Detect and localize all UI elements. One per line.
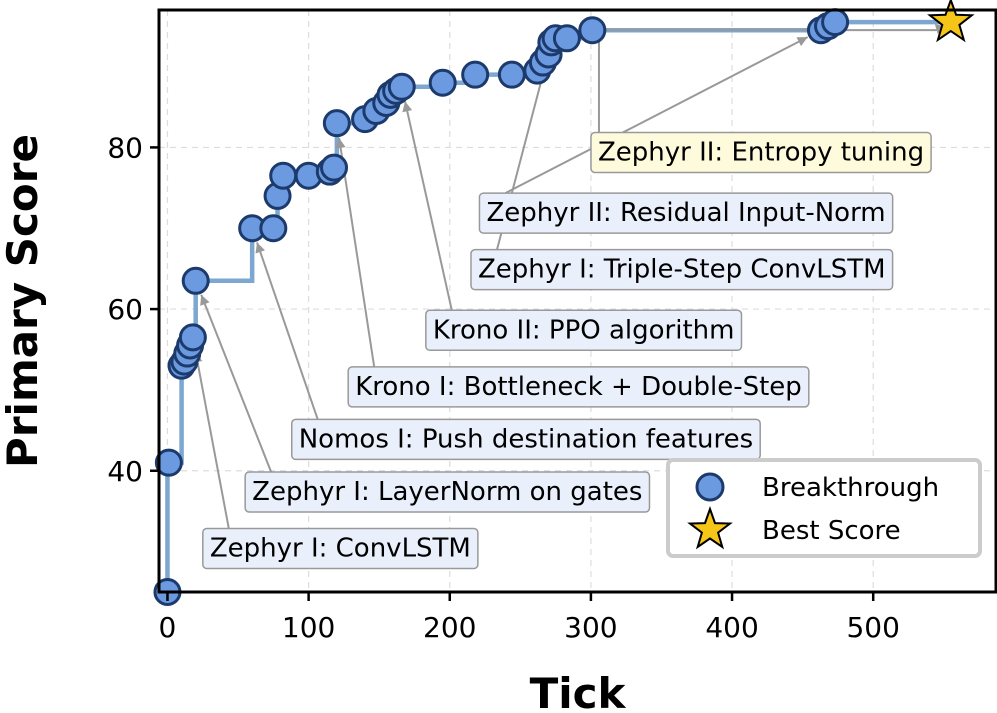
x-axis-title: Tick <box>530 669 627 713</box>
best-score-star <box>927 0 975 43</box>
annotation-text: Zephyr II: Entropy tuning <box>598 137 924 167</box>
axis-ticks: 0 100 200 300 400 500 40 60 80 <box>107 131 900 644</box>
annotation: Krono II: PPO algorithm <box>425 309 743 352</box>
x-tick-label: 100 <box>282 611 335 644</box>
arrow-head <box>200 294 210 306</box>
annotation-box <box>202 527 479 570</box>
arrow-head <box>796 37 808 47</box>
annotation-box <box>244 471 651 513</box>
annotation-text: Zephyr I: Triple-Step ConvLSTM <box>478 255 886 285</box>
annotation: Krono I: Bottleneck + Double-Step <box>347 366 810 408</box>
annotation-arrow <box>256 242 319 420</box>
annotation-arrow <box>505 36 809 194</box>
legend: Breakthrough Best Score <box>666 458 982 558</box>
annotation-text: Zephyr I: ConvLSTM <box>210 534 471 564</box>
breakthrough-point <box>387 72 416 101</box>
annotation-arrow <box>404 101 453 311</box>
y-axis-title: Primary Score <box>0 134 47 468</box>
annotation: Nomos I: Push destination features <box>290 418 761 461</box>
annotation: Zephyr I: Triple-Step ConvLSTM <box>470 248 894 291</box>
annotation: Zephyr II: Residual Input-Norm <box>478 192 894 234</box>
x-tick-label: 300 <box>564 611 617 644</box>
arrow-head <box>335 137 346 149</box>
y-tick-label: 80 <box>107 131 143 164</box>
annotation-box <box>590 131 932 174</box>
annotation-labels: Zephyr I: ConvLSTM Zephyr I: LayerNorm on… <box>202 131 932 570</box>
annotation-arrow <box>194 351 230 529</box>
arrow-head <box>255 242 265 254</box>
annotation-arrow <box>200 294 273 473</box>
y-tick-label: 60 <box>107 293 143 326</box>
breakthrough-point <box>269 161 298 190</box>
plot-frame <box>157 8 997 594</box>
arrow-head <box>402 101 413 113</box>
annotation: Zephyr II: Entropy tuning <box>590 131 932 174</box>
annotation-arrow <box>597 29 937 133</box>
annotation-text: Krono I: Bottleneck + Double-Step <box>355 372 802 402</box>
annotation-box <box>290 418 761 461</box>
x-tick-label: 0 <box>159 611 177 644</box>
x-tick-label: 500 <box>846 611 899 644</box>
legend-marker-best-score <box>687 506 733 550</box>
annotation-text: Krono II: PPO algorithm <box>433 315 735 345</box>
y-tick-label: 40 <box>107 455 143 488</box>
breakthrough-point <box>320 153 349 182</box>
x-tick-label: 200 <box>423 611 476 644</box>
x-tick-label: 400 <box>705 611 758 644</box>
annotation: Zephyr I: ConvLSTM <box>202 527 479 570</box>
annotation: Zephyr I: LayerNorm on gates <box>244 471 651 513</box>
breakthrough-point <box>461 60 490 89</box>
legend-label-best-score: Best Score <box>762 516 901 546</box>
breakthrough-markers <box>153 0 975 606</box>
breakthrough-point <box>259 214 288 243</box>
breakthrough-point <box>428 68 457 97</box>
annotation-box <box>478 192 894 234</box>
annotation-box <box>425 309 743 352</box>
breakthrough-point <box>154 448 183 477</box>
breakthrough-point <box>552 24 581 53</box>
legend-box <box>666 458 982 558</box>
breakthrough-point <box>821 8 850 37</box>
annotation-box <box>347 366 810 408</box>
breakthrough-point <box>322 109 351 138</box>
breakthrough-point <box>181 266 210 295</box>
annotation-box <box>470 248 894 291</box>
breakthrough-point <box>578 16 607 45</box>
annotation-text: Zephyr II: Residual Input-Norm <box>486 198 885 228</box>
legend-label-breakthrough: Breakthrough <box>762 473 939 503</box>
legend-marker-breakthrough <box>695 472 725 502</box>
breakthrough-point <box>497 60 526 89</box>
annotation-text: Zephyr I: LayerNorm on gates <box>252 477 642 507</box>
annotation-text: Nomos I: Push destination features <box>299 424 753 454</box>
breakthrough-point <box>178 323 207 352</box>
